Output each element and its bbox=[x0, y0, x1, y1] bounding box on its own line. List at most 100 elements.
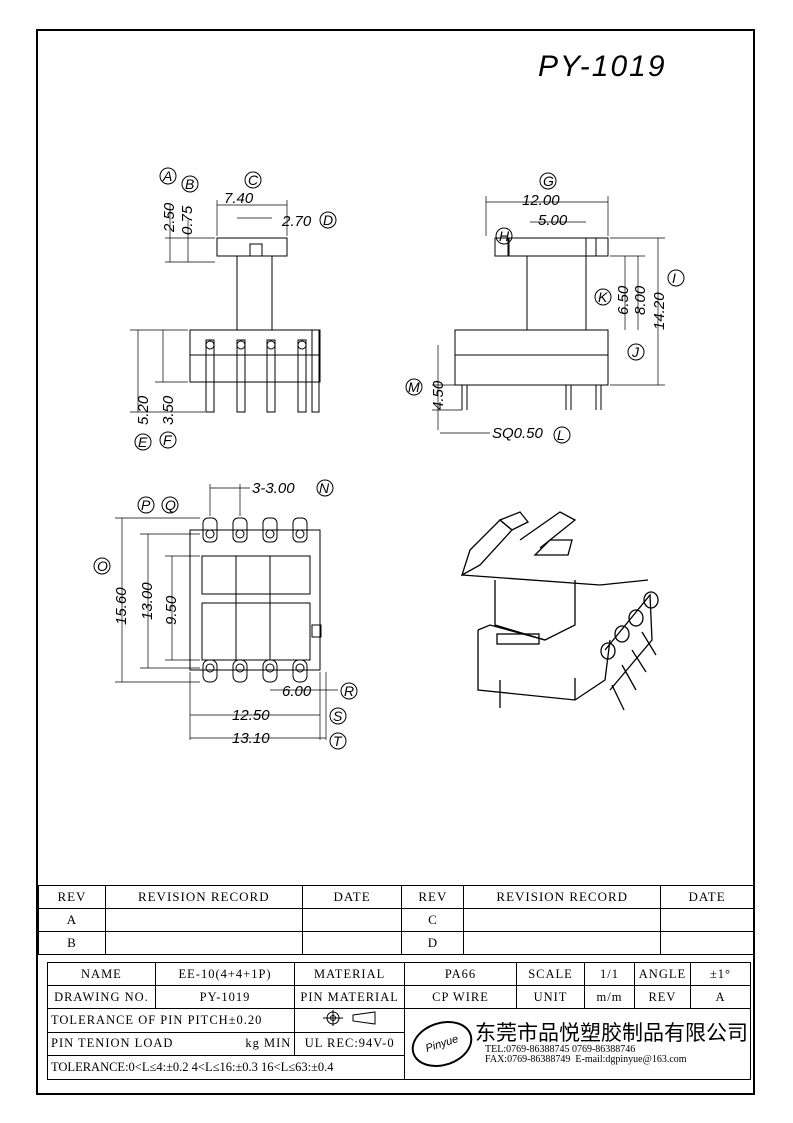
material-value: PA66 bbox=[404, 962, 517, 986]
company-logo: Pinyue bbox=[405, 1013, 479, 1075]
dim-S-value: 12.50 bbox=[232, 707, 270, 724]
pin-tension-label: PIN TENION LOAD bbox=[51, 1036, 174, 1051]
rev-row-D: D bbox=[401, 931, 465, 955]
drawing-no-label: DRAWING NO. bbox=[47, 985, 156, 1009]
marker-S: S bbox=[329, 707, 347, 725]
company-fax-email: FAX:0769-86388749 E-mail:dgpinyue@163.co… bbox=[485, 1054, 687, 1066]
marker-T: T bbox=[329, 732, 347, 750]
rev-row-B: B bbox=[38, 931, 106, 955]
svg-text:C: C bbox=[248, 172, 259, 188]
pin-pitch-tolerance: TOLERANCE OF PIN PITCH±0.20 bbox=[46, 1008, 296, 1033]
rev-header-left: REV bbox=[38, 885, 106, 909]
isometric-view bbox=[460, 511, 659, 711]
dim-I-value: 14.20 bbox=[651, 292, 668, 330]
rev-row-A: A bbox=[38, 908, 106, 932]
svg-text:J: J bbox=[631, 344, 640, 360]
company-block: Pinyue 东莞市品悦塑胶制品有限公司 TEL:0769-86388745 0… bbox=[404, 1008, 751, 1080]
company-name: 东莞市品悦塑胶制品有限公司 bbox=[475, 1021, 749, 1046]
dim-F-value: 3.50 bbox=[160, 395, 177, 425]
name-value: EE-10(4+4+1P) bbox=[154, 962, 296, 986]
dim-Q-value: 9.50 bbox=[163, 595, 180, 625]
ul-rec: UL REC:94V-0 bbox=[294, 1031, 406, 1057]
title-block: NAME EE-10(4+4+1P) MATERIAL PA66 SCALE 1… bbox=[46, 962, 752, 1080]
dim-G-value: 12.00 bbox=[522, 192, 560, 209]
unit-label: UNIT bbox=[516, 985, 585, 1009]
marker-O: O bbox=[93, 557, 111, 575]
bottom-view bbox=[115, 484, 338, 740]
drawing-frame bbox=[36, 29, 755, 1095]
dim-A-value: 2.50 bbox=[161, 202, 178, 233]
marker-P: P bbox=[137, 496, 155, 514]
svg-text:Q: Q bbox=[165, 497, 176, 513]
marker-D: D bbox=[319, 211, 337, 229]
svg-text:D: D bbox=[323, 212, 333, 228]
company-tel: TEL:0769-86388745 0769-86388746 bbox=[485, 1043, 636, 1055]
svg-text:T: T bbox=[333, 733, 343, 749]
svg-text:S: S bbox=[333, 708, 343, 724]
pin-material-label: PIN MATERIAL bbox=[294, 985, 406, 1009]
marker-Q: Q bbox=[161, 496, 179, 514]
rev-value: A bbox=[689, 985, 752, 1009]
unit-value: m/m bbox=[583, 985, 635, 1009]
svg-text:I: I bbox=[672, 270, 676, 286]
dim-R-value: 6.00 bbox=[282, 683, 312, 700]
marker-J: J bbox=[627, 343, 645, 361]
svg-text:M: M bbox=[408, 379, 420, 395]
svg-text:F: F bbox=[163, 432, 173, 448]
material-label: MATERIAL bbox=[294, 962, 406, 986]
pin-tension-unit: kg MIN bbox=[245, 1036, 292, 1051]
projection-symbol bbox=[294, 1008, 406, 1033]
dim-E-value: 5.20 bbox=[135, 395, 152, 425]
pin-tension-row: PIN TENION LOAD kg MIN bbox=[46, 1031, 296, 1057]
angle-value: ±1° bbox=[689, 962, 752, 986]
scale-label: SCALE bbox=[516, 962, 585, 986]
dim-L-value: SQ0.50 bbox=[492, 425, 544, 442]
marker-K: K bbox=[594, 288, 612, 306]
name-label: NAME bbox=[47, 962, 156, 986]
reference-markers: A B C D E F G H I J K L M N P Q O R S T bbox=[93, 167, 685, 750]
marker-A: A bbox=[159, 167, 177, 185]
svg-text:L: L bbox=[557, 427, 565, 443]
svg-text:G: G bbox=[543, 173, 554, 189]
marker-C: C bbox=[244, 171, 262, 189]
record-header-right: REVISION RECORD bbox=[463, 885, 662, 909]
dim-T-value: 13.10 bbox=[232, 730, 270, 747]
marker-I: I bbox=[667, 269, 685, 287]
marker-R: R bbox=[340, 682, 358, 700]
rev-label: REV bbox=[633, 985, 691, 1009]
drawing-no-value: PY-1019 bbox=[154, 985, 296, 1009]
dim-N-value: 3-3.00 bbox=[252, 480, 295, 497]
dim-J-value: 8.00 bbox=[632, 285, 649, 315]
date-header-right: DATE bbox=[660, 885, 754, 909]
marker-L: L bbox=[553, 426, 571, 444]
dim-K-value: 6.50 bbox=[615, 285, 632, 315]
rev-header-right: REV bbox=[401, 885, 465, 909]
dim-B-value: 0.75 bbox=[179, 205, 196, 235]
marker-G: G bbox=[539, 172, 557, 190]
dim-D-value: 2.70 bbox=[281, 213, 312, 230]
front-view bbox=[130, 200, 321, 413]
scale-value: 1/1 bbox=[583, 962, 635, 986]
svg-text:P: P bbox=[141, 497, 151, 513]
dim-C-value: 7.40 bbox=[224, 190, 254, 207]
svg-text:E: E bbox=[138, 434, 148, 450]
dim-O-value: 15.60 bbox=[113, 587, 130, 625]
svg-text:H: H bbox=[499, 228, 510, 244]
rev-row-C: C bbox=[401, 908, 465, 932]
dim-H-value: 5.00 bbox=[538, 212, 568, 229]
svg-text:O: O bbox=[97, 558, 108, 574]
marker-E: E bbox=[134, 433, 152, 451]
dim-M-value: 4.50 bbox=[430, 380, 447, 410]
technical-drawing: 7.40 2.70 2.50 0.75 5.20 3.50 bbox=[93, 167, 685, 750]
svg-text:R: R bbox=[344, 683, 354, 699]
projection-icon bbox=[322, 1010, 376, 1027]
revision-table: REV REVISION RECORD DATE REV REVISION RE… bbox=[38, 885, 754, 955]
marker-M: M bbox=[405, 378, 423, 396]
svg-text:A: A bbox=[162, 168, 172, 184]
marker-N: N bbox=[316, 479, 334, 497]
side-view bbox=[432, 196, 665, 434]
part-number: PY-1019 bbox=[538, 50, 667, 83]
record-header-left: REVISION RECORD bbox=[104, 885, 303, 909]
pin-material-value: CP WIRE bbox=[404, 985, 517, 1009]
svg-text:B: B bbox=[185, 176, 194, 192]
